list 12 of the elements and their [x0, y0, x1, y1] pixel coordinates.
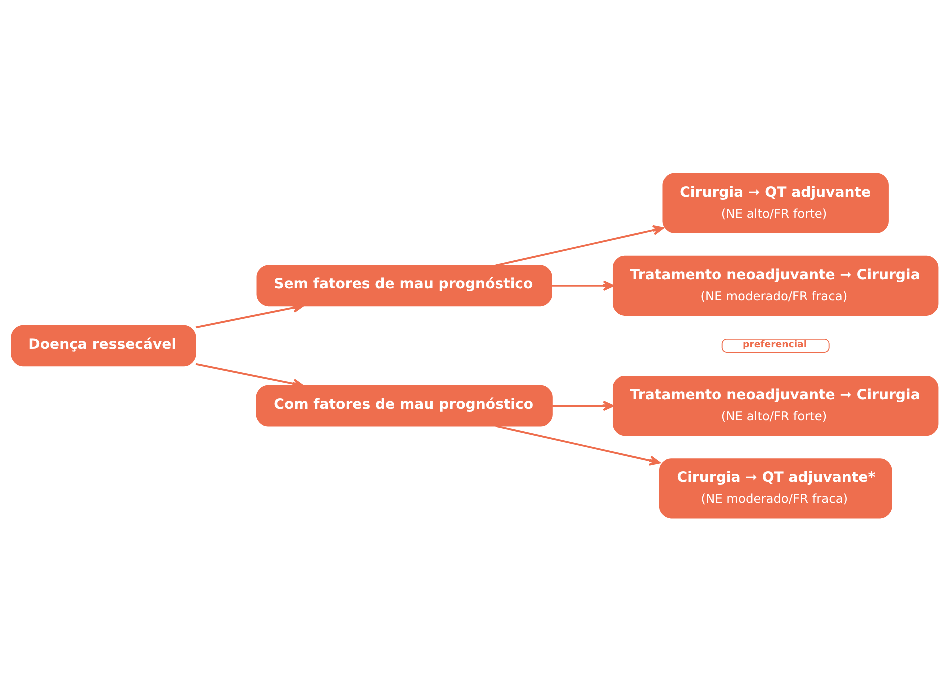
- arrow: [552, 280, 614, 291]
- node-box: Tratamento neoadjuvante ➞ Cirurgia (NE moderado/FR fraca): [612, 255, 939, 316]
- node-label: preferencial: [742, 338, 808, 350]
- node-box: Cirurgia ➞ QT adjuvante* (NE moderado/FR fraca): [659, 458, 892, 518]
- node-box: Sem fatores de mau prognóstico: [256, 264, 552, 306]
- node-box: Cirurgia ➞ QT adjuvante (NE alto/FR forte): [662, 172, 889, 233]
- node-box: Com fatores de mau prognóstico: [256, 384, 553, 426]
- node-box: Tratamento neoadjuvante ➞ Cirurgia (NE alto/FR forte): [612, 376, 939, 436]
- arrow: [552, 400, 614, 411]
- arrow: [496, 224, 664, 266]
- node-box: Doença ressecável: [11, 324, 196, 366]
- arrow: [496, 424, 661, 466]
